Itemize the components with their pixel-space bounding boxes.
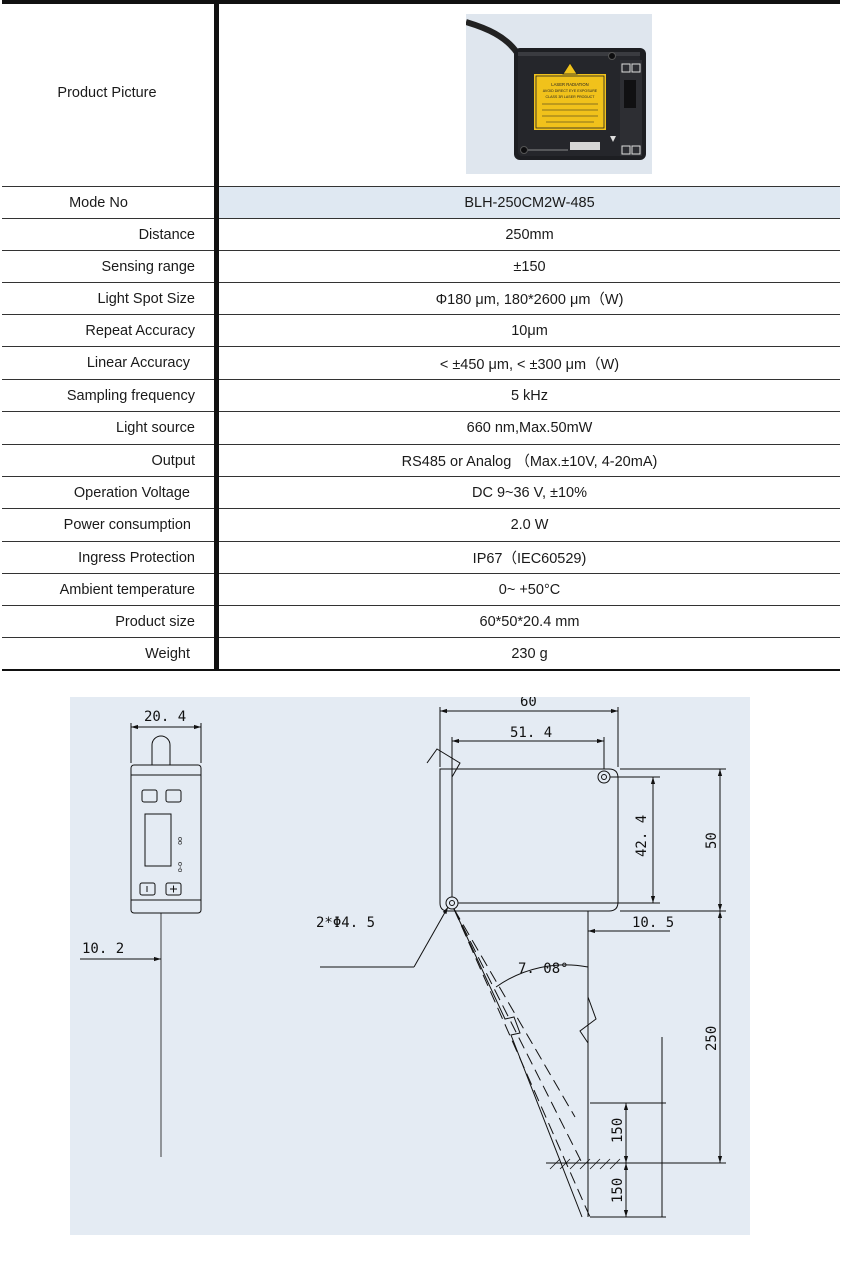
row-label: Weight — [145, 645, 190, 662]
table-row: Repeat Accuracy 10μm — [2, 315, 840, 347]
row-value: 2.0 W — [510, 517, 549, 533]
dim-beam-offset: 10. 5 — [632, 915, 674, 931]
table-column-rule — [214, 0, 219, 670]
table-row: Light Spot Size Φ180 μm, 180*2600 μm（W) — [2, 283, 840, 315]
row-label: Light source — [116, 420, 195, 436]
svg-text:oo: oo — [176, 837, 183, 845]
row-value: 10μm — [511, 322, 548, 339]
dim-range-lower: 150 — [610, 1178, 626, 1203]
row-label: Output — [151, 452, 195, 469]
table-row: Sensing range ±150 — [2, 251, 840, 283]
table-row: Light source 660 nm,Max.50mW — [2, 412, 840, 445]
row-label: Operation Voltage — [73, 484, 190, 501]
row-label: Linear Accuracy — [86, 355, 190, 371]
row-value: DC 9~36 V, ±10% — [471, 484, 588, 501]
row-label: Product size — [115, 613, 195, 630]
table-row: Weight 230 g — [2, 638, 840, 671]
laser-label-line-3: CLASS 3R LASER PRODUCT — [546, 95, 596, 99]
row-value: 60*50*20.4 mm — [479, 613, 580, 630]
table-row: Linear Accuracy < ±450 μm, < ±300 μm（W) — [2, 347, 840, 380]
table-row: Distance 250mm — [2, 219, 840, 251]
dim-front-width: 60 — [520, 697, 537, 710]
row-value: 0~ +50°C — [498, 581, 561, 598]
row-label: Sensing range — [101, 258, 195, 275]
row-value: BLH-250CM2W-485 — [219, 187, 840, 218]
dim-beam-angle: 7. 08° — [518, 961, 569, 977]
dim-ref-distance: 250 — [704, 1026, 720, 1051]
row-value: 250mm — [505, 226, 554, 243]
table-top-rule — [2, 0, 840, 4]
table-row: Mode No BLH-250CM2W-485 — [2, 187, 840, 219]
row-label: Light Spot Size — [97, 290, 195, 307]
row-label: Ingress Protection — [78, 549, 195, 566]
dim-body-height: 50 — [704, 832, 720, 849]
table-row: Output RS485 or Analog （Max.±10V, 4-20mA… — [2, 445, 840, 477]
table-row: Power consumption 2.0 W — [2, 509, 840, 542]
table-row: Sampling frequency 5 kHz — [2, 380, 840, 412]
row-label: Product Picture — [57, 85, 157, 101]
row-label: Sampling frequency — [66, 387, 195, 404]
table-row-product-picture: Product Picture — [2, 0, 840, 187]
table-row: Product size 60*50*20.4 mm — [2, 606, 840, 638]
laser-label-line-2: AVOID DIRECT EYE EXPOSURE — [543, 89, 598, 93]
row-value: 660 nm,Max.50mW — [466, 420, 593, 436]
dim-range-upper: 150 — [610, 1118, 626, 1143]
row-value: IP67（IEC60529) — [472, 551, 587, 567]
row-value: ±150 — [513, 258, 546, 275]
dim-side-offset: 10. 2 — [82, 941, 124, 957]
front-view — [320, 707, 726, 1218]
table-row: Ingress Protection IP67（IEC60529) — [2, 542, 840, 574]
row-label: Repeat Accuracy — [85, 322, 195, 339]
row-value: 230 g — [511, 645, 548, 662]
side-view: oo o-o — [80, 723, 202, 1157]
row-value: RS485 or Analog （Max.±10V, 4-20mA) — [401, 454, 658, 470]
dim-side-width: 20. 4 — [144, 709, 186, 725]
row-label: Ambient temperature — [59, 581, 195, 598]
product-photo: LASER RADIATION AVOID DIRECT EYE EXPOSUR… — [465, 14, 652, 174]
dimension-drawing: oo o-o — [70, 697, 750, 1235]
laser-label-line-1: LASER RADIATION — [551, 82, 588, 87]
table-row: Ambient temperature 0~ +50°C — [2, 574, 840, 606]
row-label: Distance — [138, 226, 195, 243]
row-label: Power consumption — [63, 517, 191, 533]
row-value: 5 kHz — [510, 387, 549, 404]
row-value: Φ180 μm, 180*2600 μm（W) — [435, 292, 624, 308]
dim-hole-spacing: 51. 4 — [510, 725, 552, 741]
row-value: < ±450 μm, < ±300 μm（W) — [439, 356, 620, 373]
svg-text:o-o: o-o — [176, 862, 183, 872]
table-row: Operation Voltage DC 9~36 V, ±10% — [2, 477, 840, 509]
dim-inner-height: 42. 4 — [634, 815, 650, 857]
row-label: Mode No — [69, 194, 128, 211]
dim-mount-holes: 2*Φ4. 5 — [316, 915, 375, 931]
